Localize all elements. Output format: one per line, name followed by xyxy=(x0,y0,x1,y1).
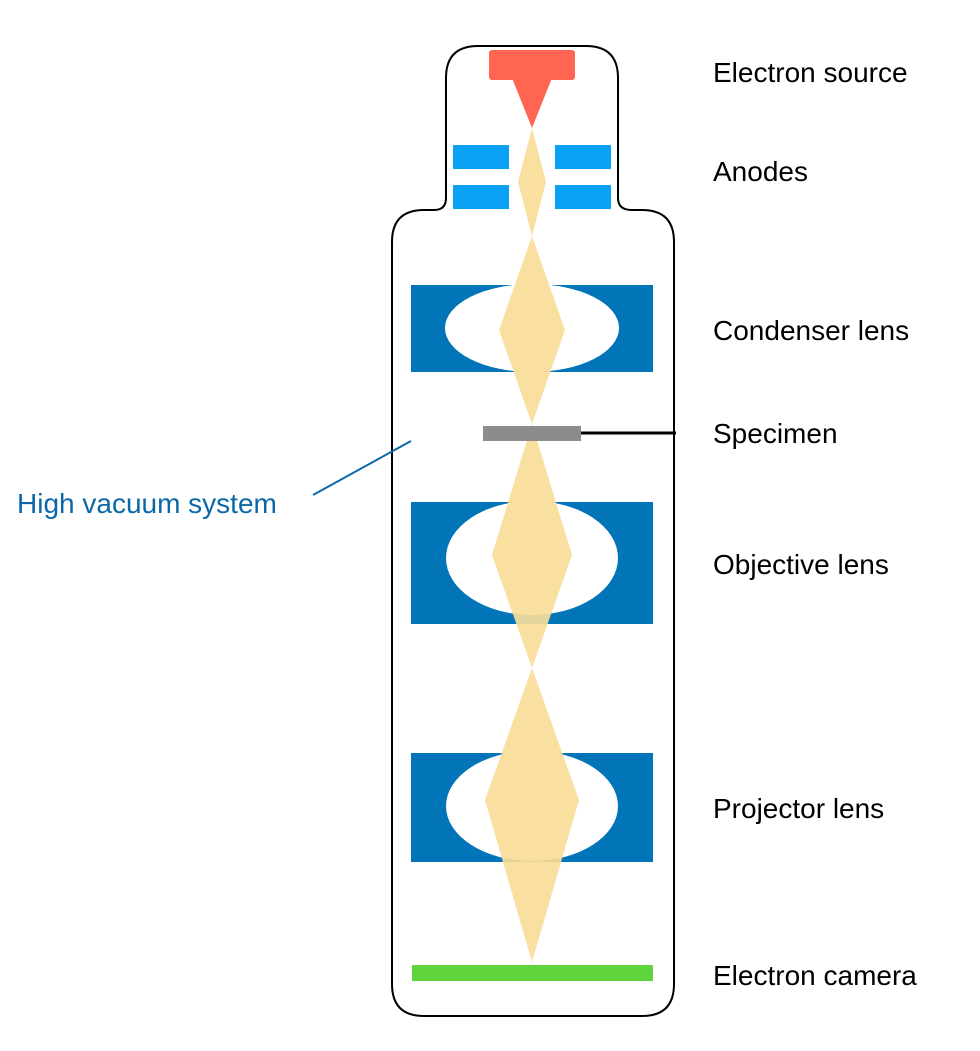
beam-segment xyxy=(499,236,565,424)
anode-plate xyxy=(555,145,611,169)
beam-segment xyxy=(518,128,546,236)
specimen xyxy=(483,426,676,441)
high-vacuum-system-label: High vacuum system xyxy=(17,488,277,519)
projector-lens-label: Projector lens xyxy=(713,793,884,824)
electron-source-body xyxy=(489,50,575,80)
electron-source-tip xyxy=(512,78,552,128)
beam-segment xyxy=(492,424,572,668)
specimen-holder xyxy=(483,426,581,441)
anode-plate xyxy=(453,185,509,209)
beam-segment xyxy=(485,668,579,962)
high-vacuum-leader-line xyxy=(312,440,412,496)
specimen-label: Specimen xyxy=(713,418,838,449)
electron-camera-label: Electron camera xyxy=(713,960,917,991)
anode-plate xyxy=(555,185,611,209)
anode-plate xyxy=(453,145,509,169)
electron-source-label: Electron source xyxy=(713,57,908,88)
anodes-label: Anodes xyxy=(713,156,808,187)
electron-source xyxy=(489,50,575,128)
condenser-lens-label: Condenser lens xyxy=(713,315,909,346)
electron-beam xyxy=(485,128,579,962)
electron-camera xyxy=(412,965,653,981)
anodes xyxy=(453,145,611,209)
objective-lens-label: Objective lens xyxy=(713,549,889,580)
